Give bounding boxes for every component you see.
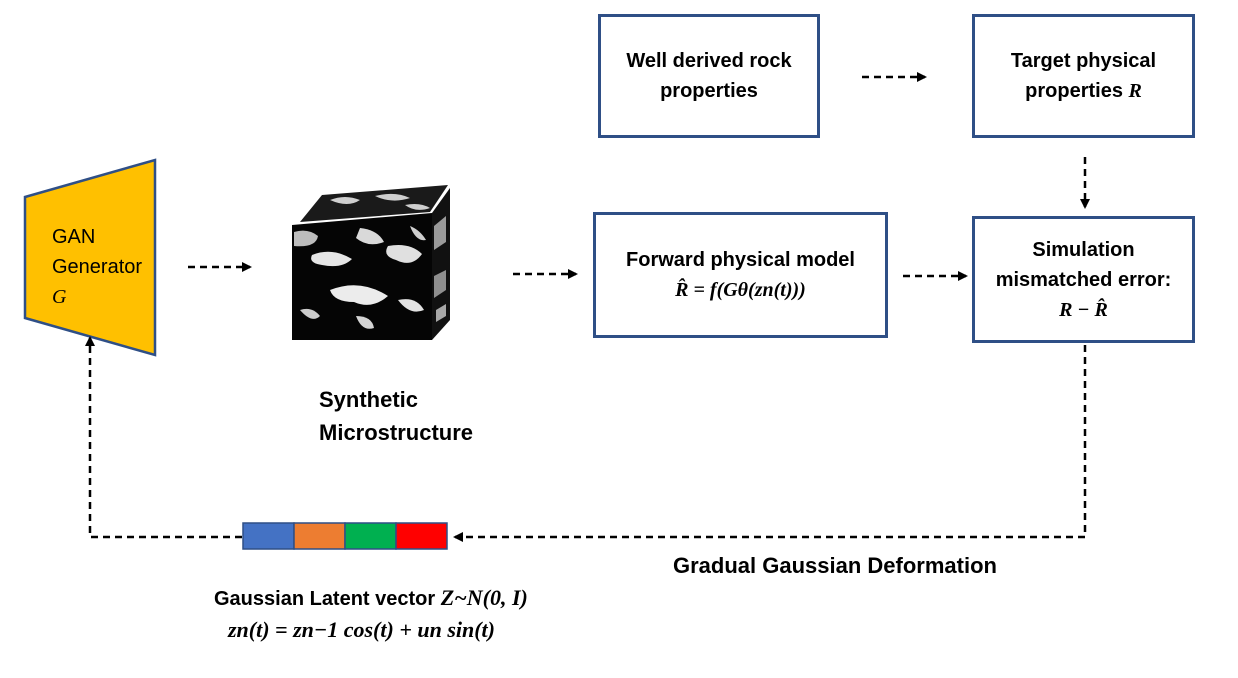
arrow-latent-to-generator [85,336,242,539]
gan-generator-line1: GAN [52,226,96,248]
simulation-box-formula: R − R̂ [1059,298,1108,321]
forward-box-formula: R̂ = f(Gθ(zn(t))) [675,279,806,301]
latent-update-equation: zn(t) = zn−1 cos(t) + un sin(t) [228,617,495,642]
latent-vector-caption: Gaussian Latent vector Z~N(0, I) [214,583,528,614]
well-box-line2: properties [660,80,758,102]
microstructure-label: Synthetic Microstructure [319,383,473,449]
latent-segment-4 [395,522,448,550]
microstructure-label-line1: Synthetic [319,387,419,412]
gan-generator-line2: Generator [52,256,143,278]
latent-title-math: Z~N(0, I) [440,585,528,610]
forward-box-title: Forward physical model [626,249,855,271]
latent-segment-3 [344,522,397,550]
target-box-line2: properties R [1025,76,1142,106]
target-box-line1: Target physical [1010,50,1157,72]
gan-generator-symbol: G [52,286,67,308]
simulation-box-line1: Simulation [1032,238,1135,261]
microstructure-label-line2: Microstructure [319,420,474,445]
target-properties-box: Target physical properties R [972,14,1195,138]
latent-vector-bar [242,522,448,550]
arrow-simulation-to-latent [453,345,1087,542]
simulation-error-box: Simulation mismatched error: R − R̂ [972,216,1195,343]
latent-title-text: Gaussian Latent vector [214,588,441,610]
latent-segment-2 [293,522,346,550]
well-box-line1: Well derived rock [626,50,792,72]
simulation-box-line2: mismatched error: [995,268,1172,291]
target-box-symbol: R [1128,80,1142,102]
gan-generator-label: GAN Generator G [52,222,142,312]
deformation-label: Gradual Gaussian Deformation [673,553,997,578]
well-derived-properties-box: Well derived rock properties [598,14,820,138]
target-box-line2-text: properties [1025,80,1129,102]
microstructure-cube [292,185,450,340]
gan-generator-shape [23,158,157,357]
forward-model-box: Forward physical model R̂ = f(Gθ(zn(t))) [593,212,888,338]
latent-segment-1 [242,522,295,550]
